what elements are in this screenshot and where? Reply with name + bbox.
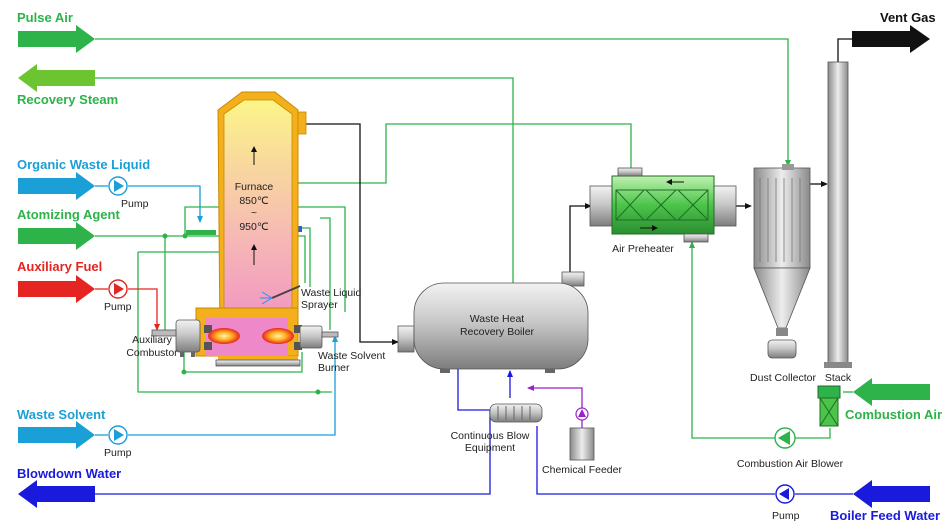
boiler-feed-water-label: Boiler Feed Water (830, 508, 940, 523)
piping (95, 38, 853, 495)
combustion-air-filter (817, 385, 841, 427)
air-preheater-label: Air Preheater (612, 243, 674, 255)
vent-gas-label: Vent Gas (880, 10, 936, 25)
boiler-label-2: Recovery Boiler (460, 326, 535, 338)
furnace-label: Furnace (235, 181, 274, 193)
atomizing-agent-arrow (18, 222, 95, 250)
waste-liquid-sprayer-label-2: Sprayer (301, 299, 338, 311)
boiler-feed-water-arrow (853, 480, 930, 508)
stack (824, 61, 852, 368)
air-preheater (589, 167, 737, 243)
continuous-blow-equipment (489, 403, 543, 423)
auxiliary-fuel-label: Auxiliary Fuel (17, 259, 102, 274)
fuel-pump-label: Pump (104, 301, 132, 313)
waste-solvent-label: Waste Solvent (17, 407, 106, 422)
blowdown-water-arrow (18, 480, 95, 508)
vent-gas-arrow (852, 25, 930, 53)
furnace-temp-high: 850℃ (239, 195, 269, 207)
pulse-air-label: Pulse Air (17, 10, 73, 25)
dust-collector (753, 164, 811, 359)
auxiliary-combustor (151, 319, 201, 357)
feedwater-pump-label: Pump (772, 510, 800, 522)
waste-solvent-burner-label-1: Waste Solvent (318, 350, 385, 362)
waste-solvent-pump-icon (108, 425, 128, 445)
chemical-feeder (569, 407, 595, 461)
solvent-pump-label: Pump (104, 447, 132, 459)
furnace-temp-low: 950℃ (239, 221, 269, 233)
combustion-air-blower-label: Combustion Air Blower (737, 458, 844, 470)
atomizing-agent-label: Atomizing Agent (17, 207, 120, 222)
dust-collector-label: Dust Collector (750, 372, 816, 384)
waste-liquid-sprayer-label-1: Waste Liquid (301, 287, 361, 299)
combustion-air-blower-icon (774, 427, 796, 449)
recovery-steam-arrow (18, 64, 95, 92)
chemical-feeder-label: Chemical Feeder (542, 464, 622, 476)
feedwater-pump-icon (775, 484, 795, 504)
organic-pump-label: Pump (121, 198, 149, 210)
combustion-air-label: Combustion Air (845, 407, 942, 422)
waste-heat-recovery-boiler (397, 271, 589, 373)
furnace-temp-tilde: ~ (251, 207, 257, 219)
auxiliary-combustor-label-2: Combustor (126, 347, 178, 359)
stack-label: Stack (825, 372, 852, 384)
furnace (186, 91, 307, 367)
organic-waste-pump-icon (108, 176, 128, 196)
recovery-steam-label: Recovery Steam (17, 92, 118, 107)
organic-waste-liquid-arrow (18, 172, 95, 200)
boiler-label-1: Waste Heat (470, 313, 525, 325)
continuous-blow-label-1: Continuous Blow (451, 430, 530, 442)
auxiliary-fuel-arrow (18, 275, 95, 303)
blowdown-water-label: Blowdown Water (17, 466, 121, 481)
continuous-blow-label-2: Equipment (465, 442, 515, 454)
waste-solvent-arrow (18, 421, 95, 449)
combustion-air-arrow (853, 378, 930, 406)
organic-waste-liquid-label: Organic Waste Liquid (17, 157, 150, 172)
pulse-air-arrow (18, 25, 95, 53)
auxiliary-fuel-pump-icon (108, 279, 128, 299)
waste-solvent-burner-label-2: Burner (318, 362, 350, 374)
auxiliary-combustor-label-1: Auxiliary (132, 334, 172, 346)
waste-solvent-burner (299, 325, 339, 349)
